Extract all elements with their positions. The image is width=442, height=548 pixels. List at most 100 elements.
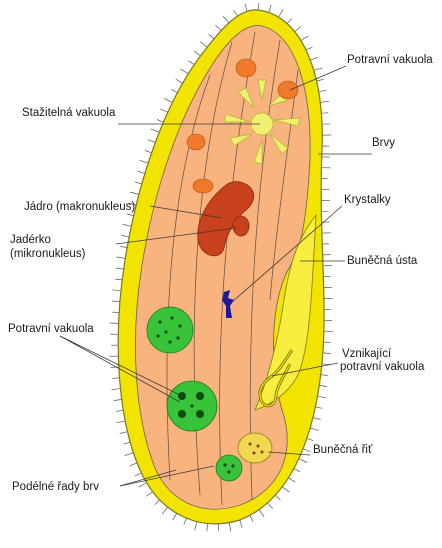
cilium xyxy=(278,9,283,17)
cilium xyxy=(287,19,292,24)
label-potravni-vakuola-left: Potravní vakuola xyxy=(8,323,94,336)
cilium xyxy=(194,51,200,56)
vacuole-particle xyxy=(168,340,171,343)
cilium xyxy=(171,89,177,92)
cilium xyxy=(288,478,295,482)
cilium xyxy=(207,523,208,531)
cilium xyxy=(321,375,328,376)
cilium xyxy=(140,160,149,163)
vacuole-particle xyxy=(196,410,204,418)
cilium xyxy=(240,520,242,528)
cilium xyxy=(268,503,273,509)
vacuole-particle xyxy=(176,336,179,339)
cilium xyxy=(157,120,163,123)
cilium xyxy=(229,523,231,532)
vacuole-particle xyxy=(178,410,186,418)
cilium xyxy=(112,290,121,291)
vacuole-particle xyxy=(227,470,230,473)
cilium xyxy=(258,3,259,10)
label-vznikajici-line2: potravní vakuola xyxy=(340,361,424,374)
cilium xyxy=(245,4,247,12)
cilium xyxy=(295,27,301,32)
label-bunecna-usta: Buněčná ústa xyxy=(347,255,417,268)
cilium xyxy=(318,396,327,398)
cilium xyxy=(116,257,125,259)
cilium xyxy=(155,500,160,505)
cilium xyxy=(164,99,172,103)
vacuole-particle xyxy=(231,464,234,467)
cilium xyxy=(123,224,132,226)
cilium xyxy=(223,16,229,23)
cilium xyxy=(137,171,145,173)
cilium xyxy=(195,522,197,531)
cilium xyxy=(135,182,142,184)
cilium xyxy=(299,459,307,463)
vacuole-particle xyxy=(223,463,226,466)
cilium xyxy=(125,453,134,456)
cilium xyxy=(317,79,324,81)
label-potravni-vakuola-top: Potravní vakuola xyxy=(347,54,433,67)
cilium xyxy=(301,36,309,41)
cilium xyxy=(319,90,327,91)
vacuole-particle xyxy=(170,316,173,319)
cilium xyxy=(184,518,187,524)
label-jadro: Jádro (makronukleus) xyxy=(24,201,135,214)
label-jaderko-line2: (mikronukleus) xyxy=(10,248,85,261)
cilium xyxy=(124,442,131,444)
cilium xyxy=(200,42,207,48)
cilium xyxy=(114,400,122,401)
cilium xyxy=(127,214,134,216)
cilium xyxy=(135,473,141,476)
label-bunecna-rit: Buněčná řiť xyxy=(313,444,372,457)
cilium xyxy=(321,113,328,114)
vacuole-particle xyxy=(190,404,193,407)
cilium xyxy=(259,510,264,517)
cilium xyxy=(116,421,125,423)
cilium xyxy=(307,438,314,440)
vacuole-particle xyxy=(156,334,159,337)
cilium xyxy=(269,5,272,12)
cilium xyxy=(146,492,152,497)
cilium xyxy=(151,129,159,132)
cilium xyxy=(116,410,123,411)
label-krystalky: Krystalky xyxy=(344,194,391,207)
cilium xyxy=(162,507,168,514)
cilium xyxy=(116,268,124,269)
cilium xyxy=(215,25,221,30)
label-vznikajici-line1: Vznikající xyxy=(342,348,391,361)
cilium xyxy=(314,68,323,71)
cilium xyxy=(145,151,152,153)
vacuole-particle xyxy=(178,324,181,327)
micronucleus-blob xyxy=(233,216,249,236)
cilium xyxy=(115,279,122,280)
cilium xyxy=(130,192,139,194)
cilium xyxy=(139,483,147,488)
cilium xyxy=(188,61,194,65)
label-stazitelna-vakuola: Stažitelná vakuola xyxy=(22,107,115,120)
cilium xyxy=(310,428,319,431)
cilium xyxy=(323,353,331,354)
cilium xyxy=(181,69,189,74)
label-jaderko-line1: Jadérko xyxy=(10,234,51,247)
cilium xyxy=(319,385,327,386)
cilium xyxy=(315,407,322,408)
cilium xyxy=(120,432,128,434)
vacuole-particle xyxy=(164,330,167,333)
cilium xyxy=(310,57,318,60)
cilium xyxy=(148,140,156,143)
vacuole-particle xyxy=(158,320,161,323)
vacuole-particle xyxy=(196,392,204,400)
cilium xyxy=(275,495,280,500)
label-podelne-rady-brv: Podélné řady brv xyxy=(12,481,99,494)
cilium xyxy=(120,246,127,247)
cilium xyxy=(313,418,321,420)
cilium xyxy=(306,47,312,50)
cilium xyxy=(320,101,329,102)
cilium xyxy=(121,235,129,237)
cilium xyxy=(113,378,120,379)
cilium xyxy=(176,79,183,83)
cilium xyxy=(130,463,138,466)
cilium xyxy=(234,10,238,16)
